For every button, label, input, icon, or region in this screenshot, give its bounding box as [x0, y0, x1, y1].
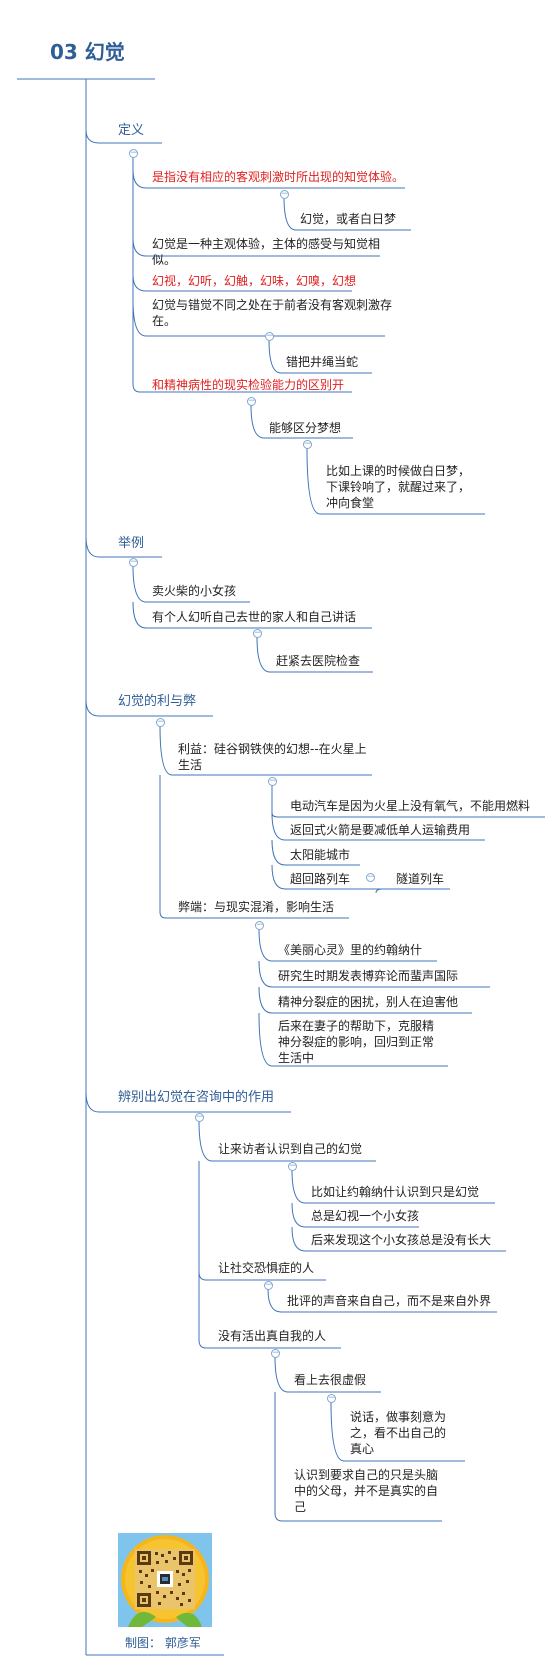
pros-node-4[interactable]: 超回路列车 [290, 872, 351, 886]
counseling-node-1[interactable]: 让来访者认识到自己的幻觉 [218, 1142, 363, 1156]
qr-code-image [118, 1533, 212, 1627]
cons-node-4[interactable]: 后来在妻子的帮助下，克服精神分裂症的影响，回归到正常生活中 [278, 1019, 435, 1065]
collapse-minus-icon[interactable]: − [247, 396, 256, 406]
counseling-node-2[interactable]: 让社交恐惧症的人 [218, 1261, 315, 1275]
examples-node-1[interactable]: 卖火柴的小女孩 [152, 584, 237, 598]
mindmap-title: 03 幻觉 [50, 40, 125, 64]
definition-node-1-1[interactable]: 幻觉，或者白日梦 [300, 212, 397, 226]
collapse-minus-icon[interactable]: − [264, 1280, 273, 1290]
definition-node-2[interactable]: 幻觉是一种主观体验，主体的感受与知觉相似。 [152, 237, 381, 267]
definition-node-5[interactable]: 和精神病性的现实检验能力的区别开 [152, 378, 345, 392]
collapse-minus-icon[interactable]: − [303, 439, 312, 449]
counseling-node-1-2[interactable]: 总是幻视一个小女孩 [311, 1209, 420, 1223]
cons-node[interactable]: 弊端：与现实混淆，影响生活 [178, 900, 335, 914]
collapse-minus-icon[interactable]: − [288, 1161, 297, 1171]
counseling-node-3-1-1[interactable]: 说话，做事刻意为之，看不出自己的真心 [350, 1410, 447, 1456]
examples-node-2-1[interactable]: 赶紧去医院检查 [276, 654, 361, 668]
counseling-node-2-1[interactable]: 批评的声音来自自己，而不是来自外界 [287, 1294, 492, 1308]
collapse-minus-icon[interactable]: − [253, 628, 262, 638]
collapse-minus-icon[interactable]: − [327, 1393, 336, 1403]
definition-node-4-1[interactable]: 错把井绳当蛇 [286, 355, 359, 369]
counseling-node-3-2[interactable]: 认识到要求自己的只是头脑中的父母，并不是真实的自己 [294, 1468, 439, 1514]
definition-node-5-1-1[interactable]: 比如上课的时候做白日梦，下课铃响了，就醒过来了，冲向食堂 [326, 464, 471, 510]
pros-node-2[interactable]: 返回式火箭是要减低单人运输费用 [290, 823, 471, 837]
credit-label: 制图： 郭彦军 [125, 1636, 201, 1650]
cons-node-1[interactable]: 《美丽心灵》里的约翰纳什 [278, 943, 423, 957]
collapse-minus-icon[interactable]: − [265, 331, 274, 341]
pros-node-3[interactable]: 太阳能城市 [290, 848, 351, 862]
counseling-node-3-1[interactable]: 看上去很虚假 [294, 1373, 367, 1387]
cons-node-2[interactable]: 研究生时期发表博弈论而蜚声国际 [278, 969, 459, 983]
collapse-minus-icon[interactable]: − [255, 920, 264, 930]
collapse-minus-icon[interactable]: − [280, 189, 289, 199]
branch-examples[interactable]: 举例 [118, 536, 145, 551]
definition-node-1[interactable]: 是指没有相应的客观刺激时所出现的知觉体验。 [152, 170, 405, 184]
collapse-minus-icon[interactable]: − [129, 557, 138, 567]
pros-node[interactable]: 利益：硅谷钢铁侠的幻想--在火星上生活 [178, 742, 367, 772]
pros-node-4-1[interactable]: 隧道列车 [396, 872, 445, 886]
definition-node-3[interactable]: 幻视，幻听，幻触，幻味，幻嗅，幻想 [152, 274, 357, 288]
branch-counseling[interactable]: 辨别出幻觉在咨询中的作用 [118, 1090, 275, 1105]
collapse-minus-icon[interactable]: − [268, 776, 277, 786]
definition-node-5-1[interactable]: 能够区分梦想 [269, 421, 342, 435]
counseling-node-1-1[interactable]: 比如让约翰纳什认识到只是幻觉 [311, 1185, 480, 1199]
branch-pros-cons[interactable]: 幻觉的利与弊 [118, 694, 197, 709]
counseling-node-3[interactable]: 没有活出真自我的人 [218, 1329, 327, 1343]
examples-node-2[interactable]: 有个人幻听自己去世的家人和自己讲话 [152, 610, 357, 624]
definition-node-4[interactable]: 幻觉与错觉不同之处在于前者没有客观刺激存在。 [152, 298, 393, 328]
collapse-minus-icon[interactable]: − [271, 1348, 280, 1358]
pros-node-1[interactable]: 电动汽车是因为火星上没有氧气，不能用燃料 [290, 799, 531, 813]
collapse-minus-icon[interactable]: − [195, 1112, 204, 1122]
collapse-minus-icon[interactable]: − [366, 872, 375, 882]
collapse-minus-icon[interactable]: − [129, 148, 138, 158]
counseling-node-1-3[interactable]: 后来发现这个小女孩总是没有长大 [311, 1233, 492, 1247]
cons-node-3[interactable]: 精神分裂症的困扰，别人在迫害他 [278, 995, 459, 1009]
collapse-minus-icon[interactable]: − [156, 717, 165, 727]
branch-definition[interactable]: 定义 [118, 123, 145, 138]
